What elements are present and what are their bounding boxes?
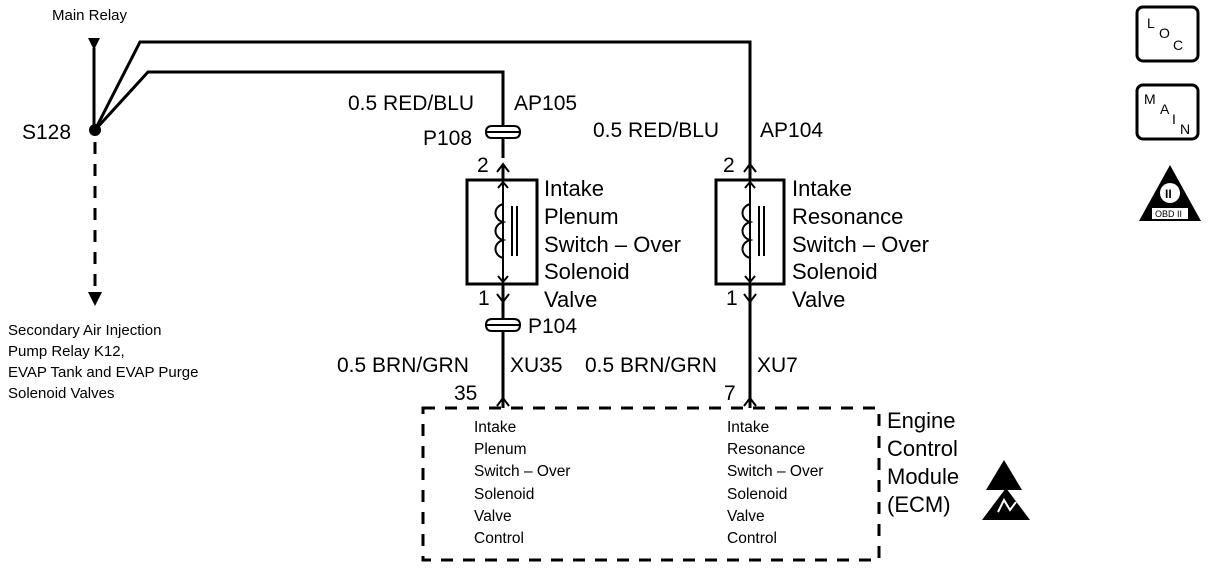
ecm-right-line-2: Resonance [727,441,805,458]
ecm-name-line-1: Engine [887,408,956,433]
left-component-line-2: Plenum [544,204,619,229]
left-pin-top: 2 [477,154,489,177]
warning-triangle-icon [986,460,1022,490]
main-relay-arrow-icon [88,38,100,50]
ecm-left-line-3: Switch – Over [474,463,570,480]
left-ecm-pin: 35 [454,382,477,405]
feed-note-line-3: EVAP Tank and EVAP Purge [8,364,198,381]
right-circuit-top-label: AP104 [760,119,823,142]
feed-note-line-1: Secondary Air Injection [8,322,161,339]
left-component-line-5: Valve [544,287,597,312]
left-solenoid [465,178,539,286]
ecm-right-line-5: Valve [727,508,765,525]
main-letter-n: N [1180,121,1190,137]
connector-p108 [484,125,522,139]
main-letter-i: I [1172,111,1176,127]
ecm-right-line-1: Intake [727,419,769,436]
feed-note-line-4: Solenoid Valves [8,385,114,402]
ecm-right-line-6: Control [727,530,777,547]
left-wire-top-label: 0.5 RED/BLU [348,92,474,115]
ecm-name-line-2: Control [887,436,958,461]
obd-label: OBD II [1155,209,1182,219]
obd-mark: II [1165,187,1172,201]
main-letter-a: A [1160,101,1170,117]
right-component-line-3: Switch – Over [792,232,929,257]
left-circuit-top-label: AP105 [514,92,577,115]
connector-p108-label: P108 [423,127,472,150]
left-pin-bottom: 1 [478,287,490,310]
ecm-left-line-6: Control [474,530,524,547]
right-component-line-4: Solenoid [792,259,878,284]
loc-letter-c: C [1173,37,1183,53]
connector-p104 [484,318,522,332]
splice-label: S128 [22,121,71,144]
right-pin-top: 2 [723,154,735,177]
left-component-line-3: Switch – Over [544,232,681,257]
ecm-name-line-3: Module [887,464,959,489]
main-badge: M A I N [1135,83,1200,141]
loc-letter-o: O [1159,25,1170,41]
right-circuit-bottom-label: XU7 [757,354,798,377]
ecm-right-line-3: Switch – Over [727,463,823,480]
feed-down-arrow-icon [88,292,102,306]
ecm-box [421,406,881,562]
wire-ap104 [93,40,752,158]
main-relay-label: Main Relay [52,7,128,24]
esd-hand-icon [982,488,1030,520]
main-letter-m: M [1144,91,1156,107]
ecm-name-line-4: (ECM) [887,492,951,517]
wire-ap105 [93,70,505,132]
right-component-line-2: Resonance [792,204,903,229]
ecm-left-line-1: Intake [474,419,516,436]
left-circuit-bottom-label: XU35 [510,354,563,377]
loc-badge: L O C [1135,5,1200,63]
right-ecm-pin: 7 [724,382,736,405]
obd-triangle-icon: II OBD II [1139,165,1201,221]
ecm-left-line-2: Plenum [474,441,527,458]
loc-letter-l: L [1147,15,1155,31]
right-wire-top-label: 0.5 RED/BLU [593,119,719,142]
left-component-line-4: Solenoid [544,259,630,284]
right-component-line-1: Intake [792,176,852,201]
right-pin-bottom: 1 [726,287,738,310]
left-component-line-1: Intake [544,176,604,201]
ecm-left-line-5: Valve [474,508,512,525]
feed-note-line-2: Pump Relay K12, [8,343,125,360]
right-wire-bottom-label: 0.5 BRN/GRN [585,354,717,377]
right-solenoid [714,178,786,286]
left-wire-bottom-label: 0.5 BRN/GRN [337,354,469,377]
connector-p104-label: P104 [528,315,577,338]
ecm-left-line-4: Solenoid [474,486,534,503]
ecm-right-line-4: Solenoid [727,486,787,503]
right-component-line-5: Valve [792,287,845,312]
